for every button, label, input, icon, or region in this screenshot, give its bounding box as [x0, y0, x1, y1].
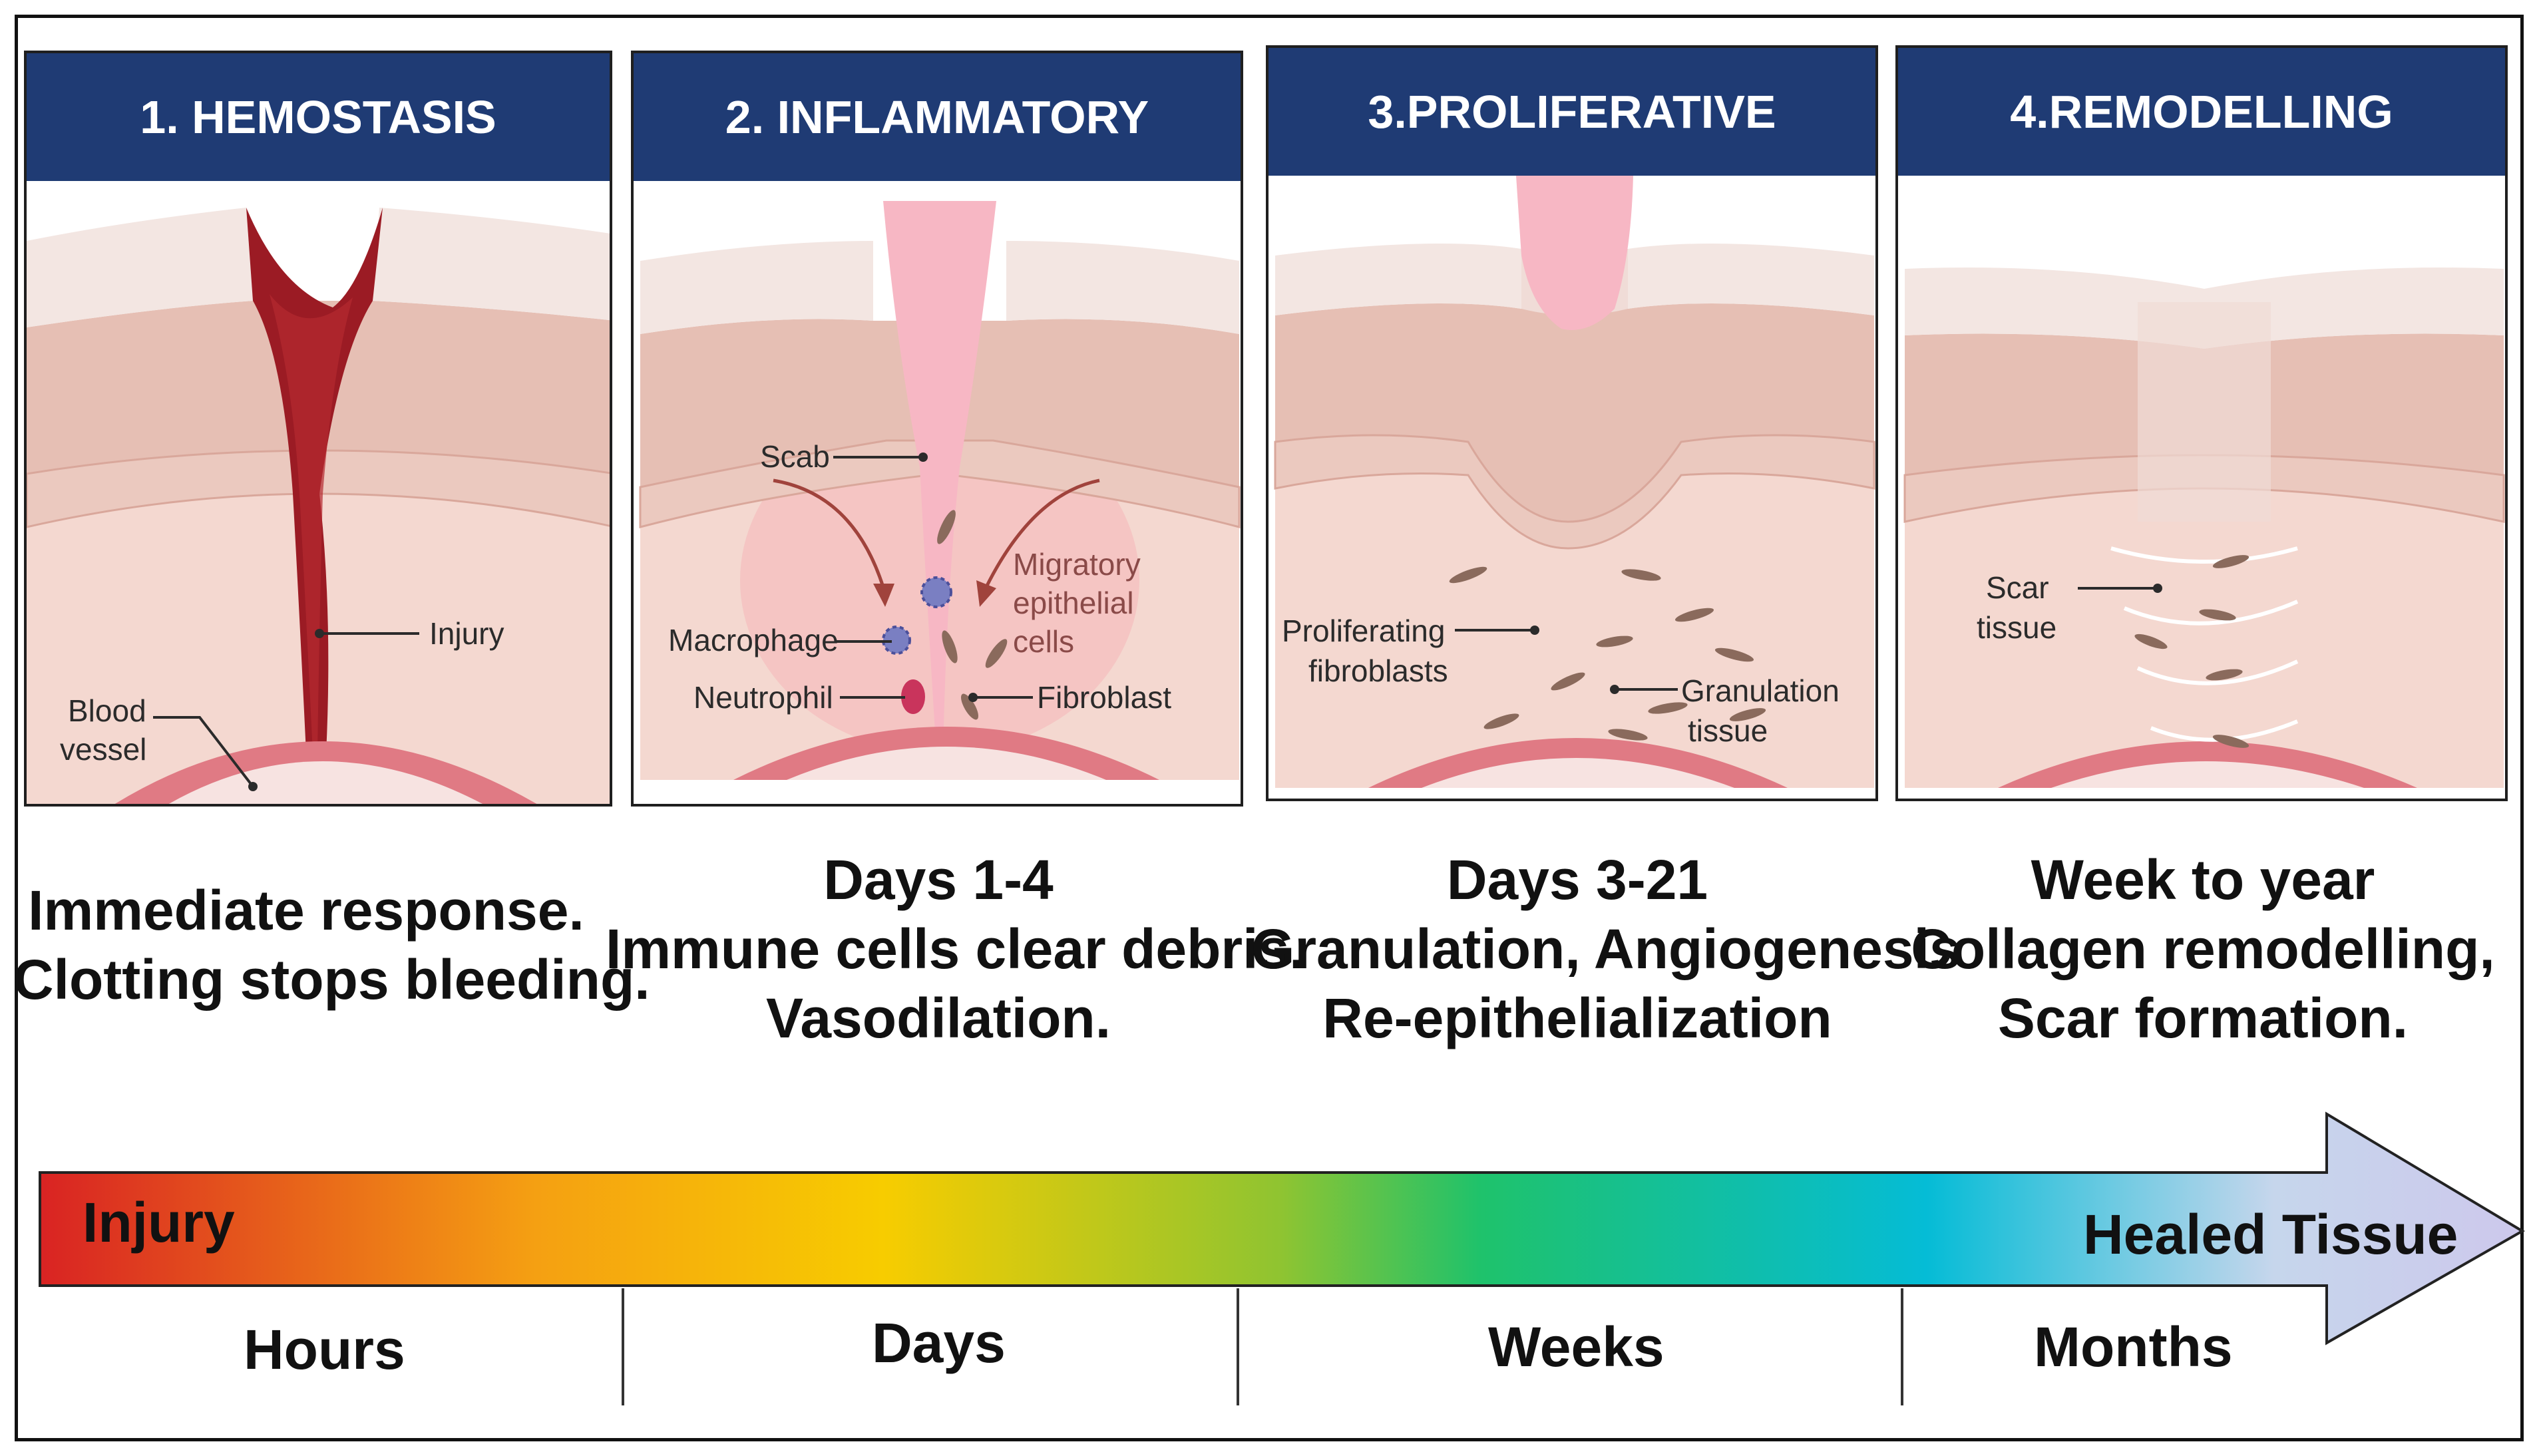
description-proliferative: Days 3-21 Granulation, Angiogenesis Re-e… — [1251, 845, 1961, 1053]
timescale-divider — [622, 1288, 624, 1405]
remodelling-illustration: Scar tissue — [1898, 176, 2505, 799]
svg-text:fibroblasts: fibroblasts — [1308, 653, 1448, 688]
svg-text:Macrophage: Macrophage — [668, 623, 839, 657]
svg-text:Neutrophil: Neutrophil — [693, 680, 833, 715]
svg-text:tissue: tissue — [1688, 713, 1768, 748]
svg-text:Scab: Scab — [760, 439, 830, 474]
svg-text:Proliferating: Proliferating — [1282, 614, 1445, 648]
description-inflammatory: Days 1-4 Immune cells clear debris. Vaso… — [606, 845, 1305, 1053]
description-hemostasis: Immediate response. Clotting stops bleed… — [13, 876, 650, 1014]
panel-title: 2. INFLAMMATORY — [634, 53, 1241, 181]
timescale-divider — [1901, 1288, 1903, 1405]
svg-text:Fibroblast: Fibroblast — [1037, 680, 1171, 715]
description-remodelling: Week to year Collagen remodelling, Scar … — [1903, 845, 2502, 1053]
description-line: Scar formation. — [1997, 987, 2409, 1049]
description-line: Days 1-4 — [823, 848, 1054, 911]
description-line: Immediate response. — [28, 879, 584, 942]
panel-remodelling: 4.REMODELLING Scar tissue — [1895, 45, 2508, 801]
hemostasis-illustration: Injury Blood vessel — [27, 181, 610, 804]
panel-title: 1. HEMOSTASIS — [27, 53, 610, 181]
description-line: Clotting stops bleeding. — [13, 948, 650, 1011]
timeline-start-label: Injury — [83, 1191, 235, 1254]
panel-inflammatory: 2. INFLAMMATORY Scab Migratory epithelia… — [631, 51, 1243, 807]
description-line: Re-epithelialization — [1322, 987, 1832, 1049]
proliferative-illustration: Proliferating fibroblasts Granulation ti… — [1268, 176, 1875, 799]
svg-text:cells: cells — [1013, 624, 1074, 659]
timescale-divider — [1237, 1288, 1239, 1405]
timescale-months: Months — [2034, 1316, 2233, 1378]
svg-text:tissue: tissue — [1977, 610, 2056, 645]
timeline-arrow-shape — [39, 1111, 2525, 1346]
description-line: Immune cells clear debris. — [606, 918, 1305, 980]
figure-frame — [15, 15, 2524, 1441]
description-line: Collagen remodelling, — [1911, 918, 2495, 980]
description-line: Week to year — [2031, 848, 2375, 911]
svg-text:Blood: Blood — [68, 693, 146, 728]
svg-text:Scar: Scar — [1986, 570, 2049, 605]
description-line: Vasodilation. — [765, 987, 1111, 1049]
panel-title: 4.REMODELLING — [1898, 48, 2505, 176]
panel-hemostasis: 1. HEMOSTASIS Injury Blood vessel — [24, 51, 612, 807]
timescale-hours: Hours — [244, 1318, 405, 1381]
svg-text:Injury: Injury — [429, 616, 504, 651]
panel-title: 3.PROLIFERATIVE — [1268, 48, 1875, 176]
svg-text:vessel: vessel — [60, 732, 146, 767]
description-line: Granulation, Angiogenesis — [1251, 918, 1961, 980]
svg-text:epithelial: epithelial — [1013, 586, 1134, 620]
timescale-days: Days — [872, 1312, 1006, 1374]
timescale-weeks: Weeks — [1488, 1316, 1664, 1378]
inflammatory-illustration: Scab Migratory epithelial cells Macropha… — [634, 181, 1241, 804]
svg-text:Granulation: Granulation — [1681, 673, 1840, 708]
description-line: Days 3-21 — [1446, 848, 1708, 911]
timeline-end-label: Healed Tissue — [2083, 1203, 2458, 1266]
panel-proliferative: 3.PROLIFERATIVE Proliferating fibroblast… — [1266, 45, 1878, 801]
svg-text:Migratory: Migratory — [1013, 547, 1141, 582]
